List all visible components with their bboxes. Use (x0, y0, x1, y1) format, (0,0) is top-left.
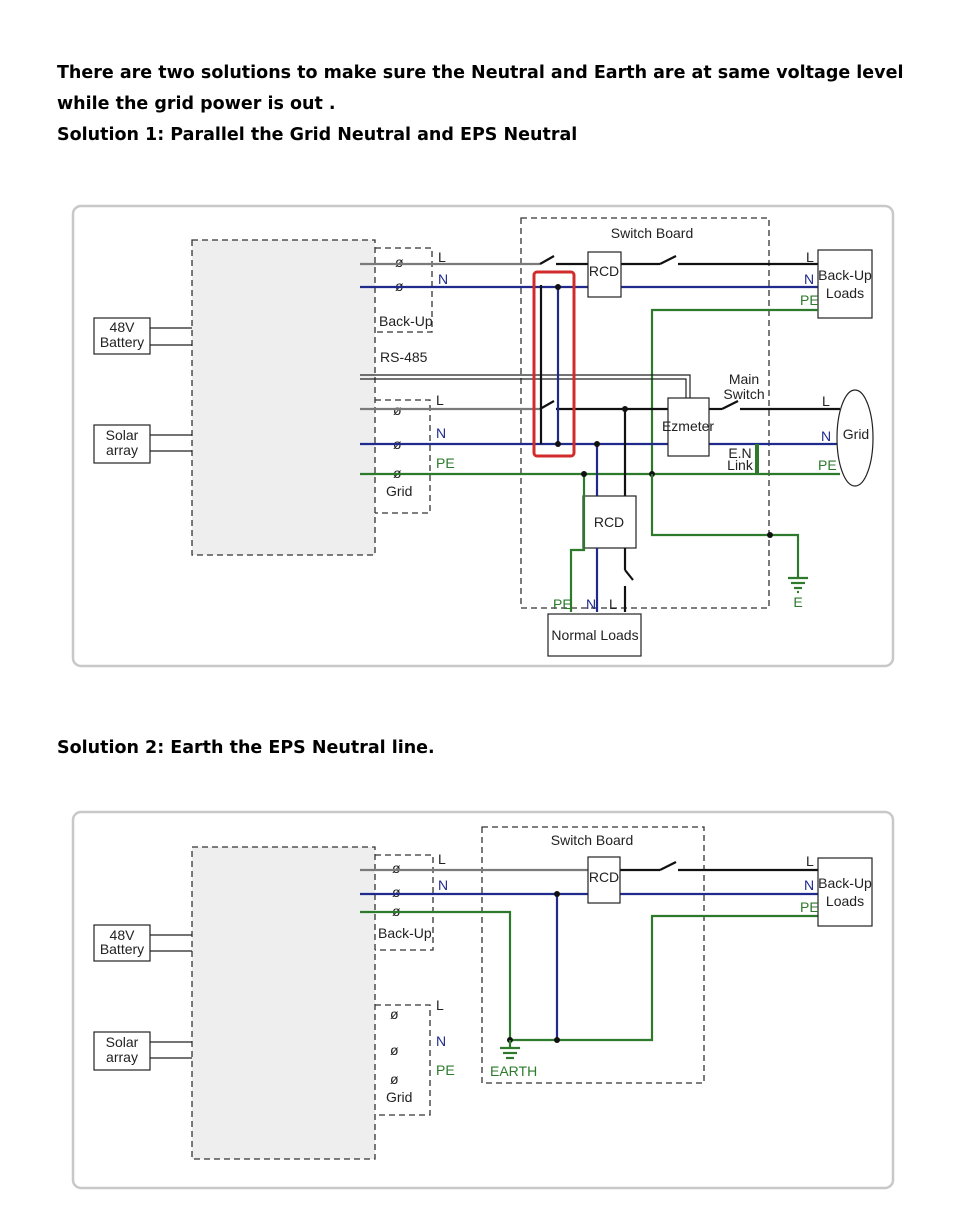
inverter-body-2 (192, 847, 375, 1159)
main-switch-label-2: Switch (723, 386, 764, 402)
terminal-icon: ø (390, 1042, 399, 1058)
ezmeter-label: Ezmeter (662, 418, 714, 434)
backup-pe-wire-2 (360, 910, 512, 1040)
loads-n-label: N (804, 271, 814, 287)
earth-label-2: EARTH (490, 1063, 537, 1079)
intro-line: There are two solutions to make sure the… (57, 63, 904, 114)
grid-port-label-2: Grid (386, 1089, 412, 1105)
loads-l-label: L (806, 249, 814, 265)
solution2-title: Solution 2: Earth the EPS Neutral line. (57, 738, 435, 758)
normal-loads-label: Normal Loads (551, 627, 638, 643)
rs485-label: RS-485 (380, 349, 428, 365)
solar-box (93, 424, 151, 464)
backup-pe-wire (650, 308, 818, 474)
inverter-outline (191, 239, 376, 556)
backup-port-outline-2 (375, 854, 434, 951)
earth-wire (650, 474, 800, 578)
loads-pe-label-2: PE (800, 899, 819, 915)
battery-box-2 (93, 924, 151, 962)
backup-loads-label-2b: Loads (826, 893, 864, 909)
rcd-bottom-label: RCD (594, 514, 624, 530)
backup-l-label-2: L (438, 851, 446, 867)
backup-loads-label-1: Back-Up (818, 267, 872, 283)
grid-port-outline-2 (375, 1004, 431, 1116)
rcd-top-box (587, 251, 622, 298)
grid-port-outline (375, 399, 431, 514)
battery-label-2a: 48V (110, 927, 136, 943)
backup-n-label: N (438, 271, 448, 287)
grid-source-pe: PE (818, 457, 837, 473)
loads-n-label-2: N (804, 877, 814, 893)
battery-box (93, 317, 151, 355)
grid-n-label: N (436, 425, 446, 441)
backup-loads-label-2a: Back-Up (818, 875, 872, 891)
backup-port-label: Back-Up (379, 313, 433, 329)
earth-symbol (788, 576, 808, 594)
normal-n-label: N (586, 596, 596, 612)
switch-board-outline-2 (481, 826, 705, 1084)
solar-box-2 (93, 1031, 151, 1071)
diagram-1: 48V Battery Solar array Back-Up L N ø ø … (71, 204, 895, 668)
grid-source-l: L (822, 393, 830, 409)
earth-symbol-2 (500, 1040, 520, 1060)
rcd-label-2: RCD (589, 869, 619, 885)
grid-l-label: L (436, 392, 444, 408)
backup-loads-box (817, 249, 873, 319)
en-link-label-2: Link (727, 457, 754, 473)
intro-text: There are two solutions to make sure the… (57, 58, 937, 151)
inverter-outline-2 (191, 846, 376, 1160)
grid-port-label: Grid (386, 483, 412, 499)
switch-board-label-2: Switch Board (551, 832, 633, 848)
terminal-icon: ø (392, 860, 401, 876)
backup-loads-box-2 (817, 857, 873, 927)
grid-label: Grid (843, 426, 869, 442)
solar-label-1: Solar (106, 427, 139, 443)
backup-loads-label-2: Loads (826, 285, 864, 301)
rs485-wire (360, 374, 691, 398)
main-switch-label-1: Main (729, 371, 759, 387)
switch-board-label: Switch Board (611, 225, 693, 241)
ezmeter-box (667, 397, 710, 457)
highlight-parallel-link (532, 270, 576, 458)
terminal-icon: ø (392, 884, 401, 900)
grid-l-label-2: L (436, 997, 444, 1013)
grid-source-n: N (821, 428, 831, 444)
en-link-label-1: E.N (728, 445, 751, 461)
terminal-icon: ø (390, 1006, 399, 1022)
backup-n-label-2: N (438, 877, 448, 893)
grid-source (836, 389, 874, 487)
terminal-icon: ø (395, 254, 404, 270)
grid-n-label-2: N (436, 1033, 446, 1049)
inverter-body (192, 240, 375, 555)
battery-label-1: 48V (110, 319, 136, 335)
solution1-title: Solution 1: Parallel the Grid Neutral an… (57, 125, 578, 145)
switch-board-outline (520, 217, 770, 609)
rcd-box-2 (587, 856, 621, 904)
solar-label-2a: Solar (106, 1034, 139, 1050)
backup-port-label-2: Back-Up (378, 925, 432, 941)
diagram-2: 48V Battery Solar array Back-Up L N ø ø … (71, 810, 895, 1190)
loads-pe-label: PE (800, 292, 819, 308)
normal-loads-box (547, 613, 642, 657)
grid-pe-label-2: PE (436, 1062, 455, 1078)
battery-label-2b: Battery (100, 941, 144, 957)
rcd-top-label: RCD (589, 263, 619, 279)
solar-label-2: array (106, 442, 138, 458)
normal-l-label: L (609, 596, 617, 612)
solar-label-2b: array (106, 1049, 138, 1065)
grid-pe-label: PE (436, 455, 455, 471)
battery-label-2: Battery (100, 334, 144, 350)
loads-l-label-2: L (806, 853, 814, 869)
terminal-icon: ø (390, 1071, 399, 1087)
normal-pe-label: PE (553, 596, 572, 612)
earth-label: E (793, 594, 802, 610)
backup-l-label: L (438, 249, 446, 265)
